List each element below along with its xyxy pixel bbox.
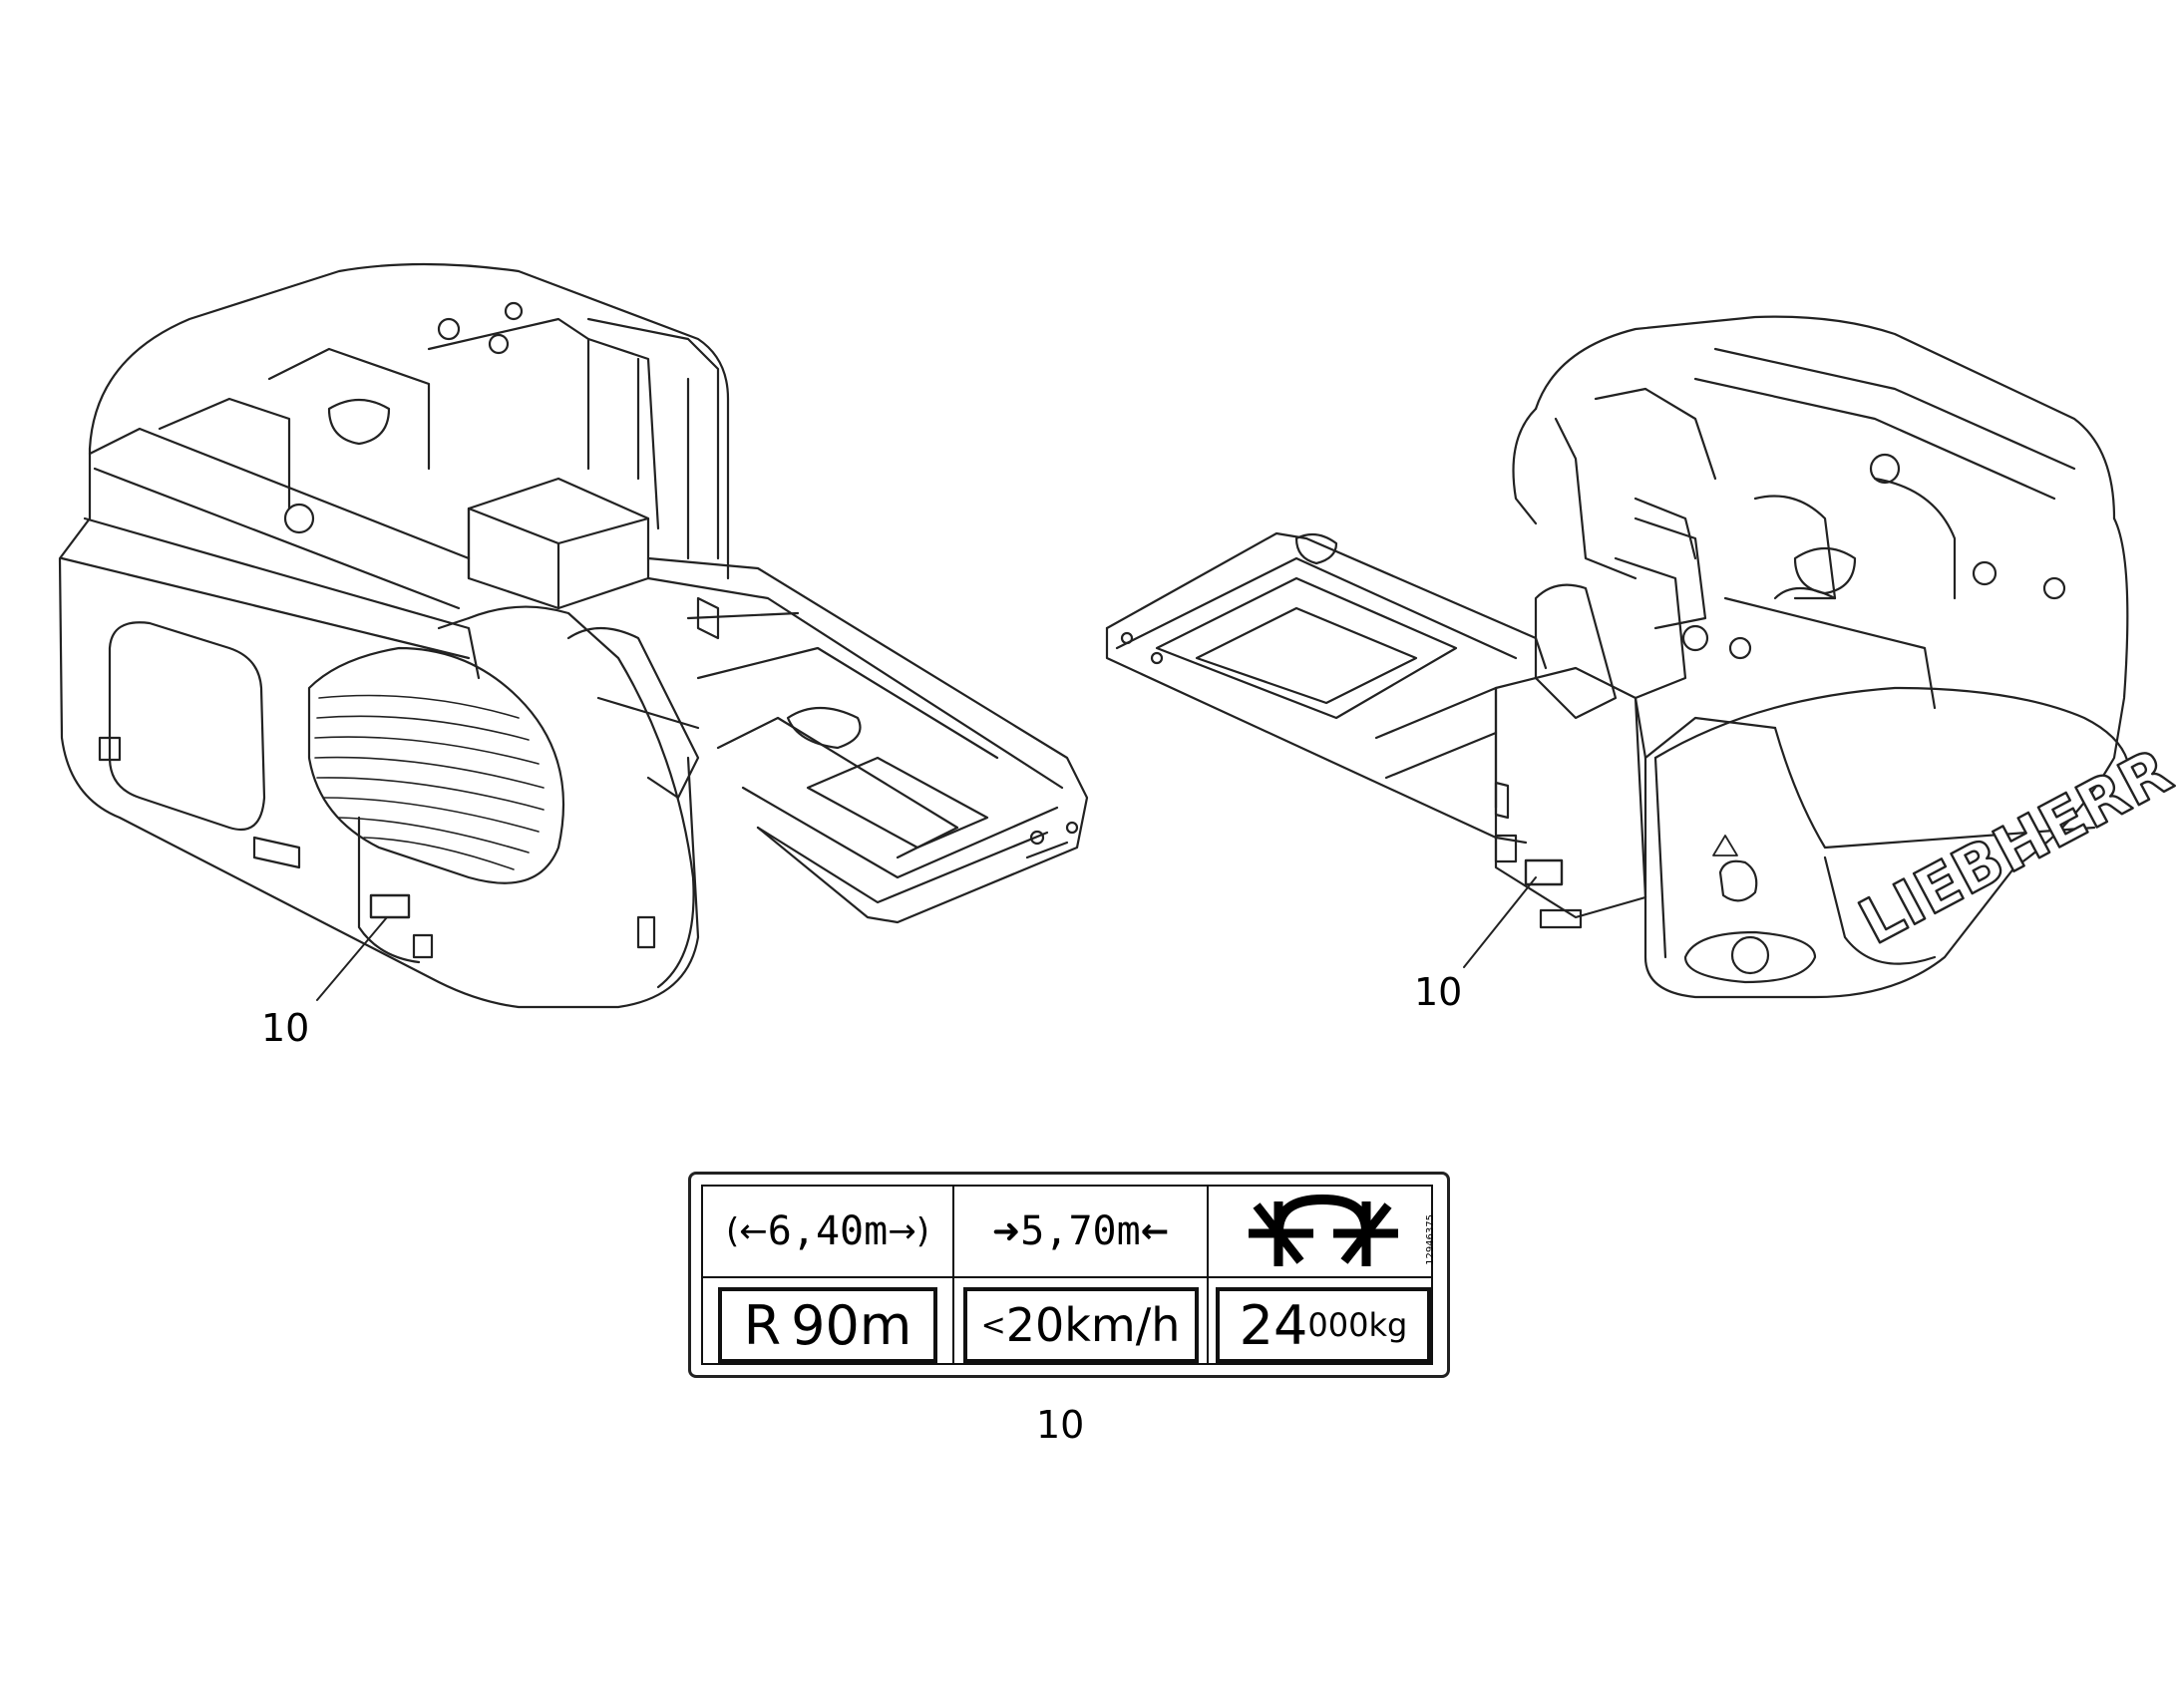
- callout-number-right: 10: [1414, 970, 1463, 1014]
- right-view-carriage: LIEBHERR: [1512, 315, 2180, 999]
- arrow-left-outward-icon: (←: [726, 1211, 768, 1251]
- leader-line-right: [1463, 876, 1537, 968]
- arrow-right-inward-icon: ➜: [991, 1211, 1021, 1251]
- decal-grid: (← 6,40m →) ➜ 5,70m ← 1: [701, 1185, 1436, 1365]
- transport-decal: (← 6,40m →) ➜ 5,70m ← 1: [688, 1172, 1450, 1378]
- speed-value: 20km/h: [1005, 1298, 1181, 1352]
- lifting-point-icon: [1249, 1194, 1398, 1266]
- callout-number-decal: 10: [1036, 1403, 1085, 1447]
- overall-width-value: 6,40m: [767, 1208, 889, 1254]
- callout-number-left: 10: [261, 1006, 310, 1050]
- radius-prefix: R: [743, 1293, 782, 1357]
- speed-box: < 20km/h: [962, 1287, 1199, 1363]
- track-width-cell: ➜ 5,70m ←: [954, 1187, 1207, 1276]
- radius-box: R 90m: [718, 1287, 937, 1363]
- speed-cell: < 20km/h: [954, 1278, 1207, 1372]
- radius-value: 90m: [791, 1293, 912, 1357]
- decal-divider: [703, 1276, 1431, 1278]
- left-view-carriage: [58, 262, 730, 1009]
- leader-line-left: [316, 916, 388, 1001]
- decal-divider: [1207, 1187, 1209, 1363]
- lift-symbol-cell: 12946375: [1209, 1187, 1438, 1276]
- liebherr-logo: LIEBHERR: [1848, 734, 2180, 958]
- arrow-left-inward-icon: ←: [1140, 1211, 1170, 1251]
- decal-part-code: 12946375: [1425, 1214, 1436, 1265]
- left-view-undercarriage-frame: [646, 556, 1089, 924]
- weight-cell: 24 000kg: [1209, 1278, 1438, 1372]
- arrow-right-outward-icon: →): [888, 1211, 929, 1251]
- weight-value-small: 000kg: [1307, 1306, 1408, 1344]
- weight-value-large: 24: [1239, 1293, 1308, 1357]
- radius-cell: R 90m: [703, 1278, 952, 1372]
- weight-box: 24 000kg: [1216, 1287, 1431, 1363]
- decal-divider: [952, 1187, 954, 1363]
- speed-prefix: <: [980, 1307, 1006, 1343]
- right-view-undercarriage-frame: [1105, 531, 1647, 929]
- width-cell: (← 6,40m →): [703, 1187, 952, 1276]
- track-width-value: 5,70m: [1020, 1208, 1141, 1254]
